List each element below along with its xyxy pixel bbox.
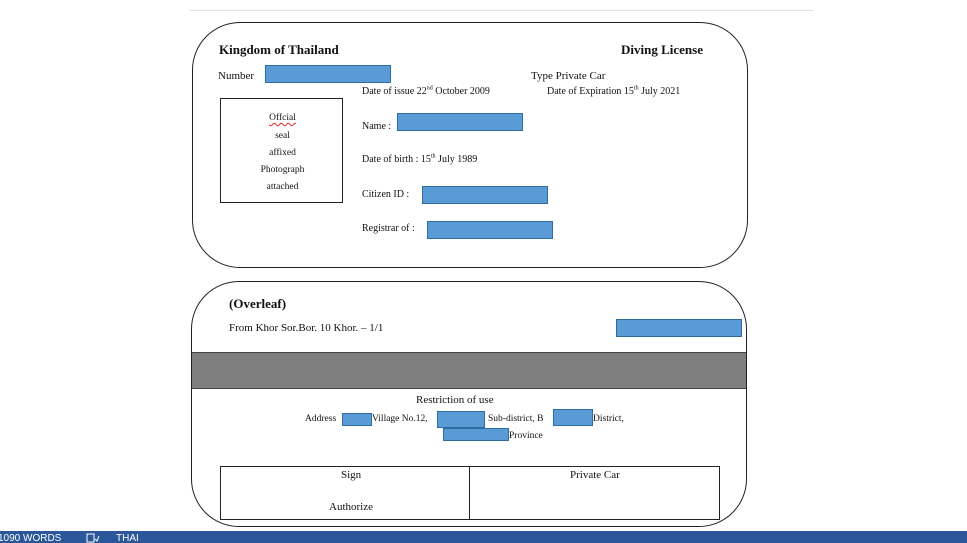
grey-band xyxy=(192,352,746,389)
redacted-registrar xyxy=(427,221,553,239)
type-label: Type Private Car xyxy=(531,70,606,82)
registrar-label: Registrar of : xyxy=(362,223,415,234)
language-indicator[interactable]: THAI xyxy=(116,533,139,543)
dob-prefix: Date of birth : 15 xyxy=(362,154,431,165)
dob-sup: th xyxy=(430,153,436,160)
photo-line-1: Offcial xyxy=(221,113,344,123)
address-village: Village No.12, xyxy=(372,414,428,424)
photo-line-5: attached xyxy=(266,182,299,192)
sign-label: Sign xyxy=(341,469,362,481)
name-label: Name : xyxy=(362,121,392,132)
address-district: District, xyxy=(593,414,624,424)
overleaf-title: (Overleaf) xyxy=(229,296,287,311)
restriction-of-use: Restriction of use xyxy=(416,394,494,406)
address-subdistrict: Sub-district, B xyxy=(488,414,544,424)
redacted-address-4 xyxy=(443,428,509,441)
expiry-sup: th xyxy=(633,85,639,92)
issue-suffix: October 2009 xyxy=(432,86,490,97)
proofing-icon-svg xyxy=(86,533,100,543)
left-margin xyxy=(0,0,29,531)
header-left: Kingdom of Thailand xyxy=(219,42,339,57)
photo-box: Offcial seal affixed Photograph attached xyxy=(220,98,343,203)
photo-line-1-text: Offcial xyxy=(269,113,296,123)
form-reference: From Khor Sor.Bor. 10 Khor. – 1/1 xyxy=(229,322,384,334)
proofing-icon[interactable] xyxy=(86,533,100,543)
word-count[interactable]: 1090 WORDS xyxy=(0,533,62,543)
status-bar: 1090 WORDS THAI xyxy=(0,531,967,543)
dob-suffix: July 1989 xyxy=(435,154,478,165)
license-card-back: (Overleaf) From Khor Sor.Bor. 10 Khor. –… xyxy=(191,281,747,527)
issue-date: Date of issue 22nd October 2009 xyxy=(362,86,490,97)
expiry-prefix: Date of Expiration 15 xyxy=(547,86,634,97)
page-top-rule xyxy=(190,10,814,11)
photo-line-4: Photograph xyxy=(260,165,305,175)
redacted-number xyxy=(265,65,391,83)
header-right: Diving License xyxy=(621,42,703,57)
photo-line-2: seal xyxy=(275,131,290,141)
license-card-front: Kingdom of Thailand Diving License Numbe… xyxy=(192,22,748,268)
citizen-id-label: Citizen ID : xyxy=(362,189,410,200)
number-label: Number xyxy=(218,70,255,82)
photo-line-3: affixed xyxy=(269,148,296,158)
redacted-form-field xyxy=(616,319,742,337)
address-label: Address xyxy=(305,414,337,424)
sign-table-divider xyxy=(469,467,470,519)
issue-prefix: Date of issue 22 xyxy=(362,86,427,97)
authorize-label: Authorize xyxy=(329,501,373,513)
redacted-citizen-id xyxy=(422,186,548,204)
expiry-suffix: July 2021 xyxy=(638,86,681,97)
expiry-date: Date of Expiration 15th July 2021 xyxy=(547,86,680,97)
issue-sup: nd xyxy=(426,85,433,92)
sign-table: Sign Authorize Private Car xyxy=(220,466,720,520)
private-car-label: Private Car xyxy=(570,469,620,481)
redacted-address-3 xyxy=(553,409,593,426)
redacted-address-2 xyxy=(437,411,485,428)
dob: Date of birth : 15th July 1989 xyxy=(362,154,477,165)
address-province: Province xyxy=(509,431,543,441)
redacted-name xyxy=(397,113,523,131)
redacted-address-1 xyxy=(342,413,372,426)
